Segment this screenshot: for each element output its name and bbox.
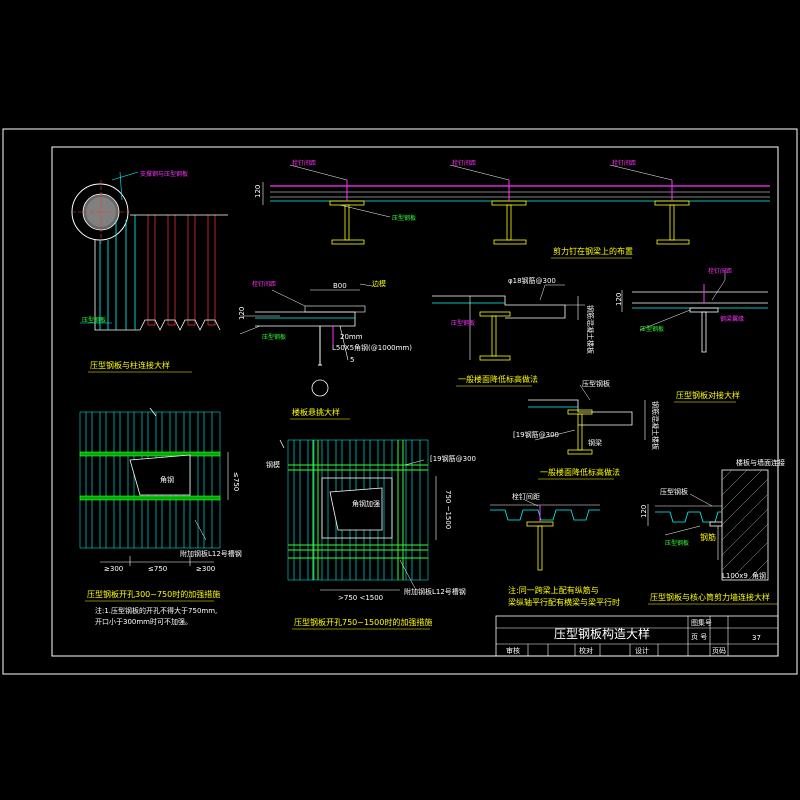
sec4-annot: 压型钢板 [582,379,610,388]
sec6-angle-label: L100x9 [722,572,748,580]
top-left-annot: 支撑钢与压型钢板 [140,170,188,178]
label-drawing-no: 图集号 [691,618,712,627]
sec4-beam-label: 钢梁 [588,438,602,447]
top-left-bottom-label: 压型钢板 [82,316,106,324]
edge-stud-label: 栓钉间距 [252,280,276,288]
outer-frame [2,128,798,675]
title-section-3: 压型钢板对接大样 [676,390,740,400]
open2-dim-vertical: 750 ~1500 [444,490,452,529]
sec3-stud-label: 栓钉间距 [708,267,732,275]
inner-frame [51,146,779,657]
title-column-detail: 压型钢板与柱连接大样 [90,360,170,370]
title-stud-layout: 剪力钉在钢梁上的布置 [553,246,633,256]
open1-dim-3: ≥300 [196,565,215,573]
title-opening-large: 压型钢板开孔750~1500时的加强措施 [294,617,432,627]
label-review: 审核 [506,646,520,655]
open2-bottom-label: 附加钢板L12号槽钢 [404,587,466,596]
title-slab-edge: 楼板悬挑大样 [292,407,340,417]
edge-dim-20mm: 20mm [340,333,363,341]
sec6-angle-label-2: 角钢 [752,571,766,580]
top-dim-120: 120 [254,185,262,198]
edge-deck-label: 压型钢板 [262,333,286,341]
label-page: 页 号 [691,633,707,641]
sec5-note-1: 注:同一跨梁上配有纵筋与 [508,585,599,595]
open2-left-label: 钢模 [266,460,280,469]
top-stud-label-2: 栓钉间距 [452,159,476,167]
sec6-rebar-label: 钢筋 [700,532,716,542]
open2-rebar-label: [19钢筋@300 [430,454,476,463]
opening-large-reinforcement [279,439,437,591]
edge-annot-right: 边模 [372,279,386,288]
sec5-stud-label: 栓钉间距 [512,492,540,501]
stud-on-beam-detail [262,164,770,245]
sec2-vertical-label: 钢筋混凝土楼板 [586,305,595,354]
open1-dim-1: ≥300 [104,565,123,573]
top-stud-label-1: 栓钉间距 [292,159,316,167]
edge-dim-b00: B00 [333,282,347,290]
slab-edge-detail [239,283,373,397]
sec5-note-2: 梁纵轴平行配有横梁与梁平行时 [508,597,620,607]
open1-dim-vertical: ≤750 [232,472,240,491]
sec3-dim-120: 120 [615,293,623,306]
open1-bottom-label: 附加钢板L12号槽钢 [180,549,242,558]
open2-center-label: 角钢加强 [352,499,380,508]
title-block [495,615,779,657]
edge-angle-label: L50X5角钢(@1000mm) [332,343,412,352]
sec3-deck-label: 压型钢板 [640,325,664,333]
column-deck-detail [71,171,228,331]
lowered-floor-section-2 [528,384,646,455]
title-opening-small: 压型钢板开孔300~750时的加强措施 [87,589,220,599]
sec4-vertical-label: 钢筋混凝土楼板 [651,401,660,450]
title-section-4: 一般楼面降低标高做法 [540,467,620,477]
open1-steel-label: 角钢 [160,475,174,484]
sec4-rebar-label: [19钢筋@300 [513,430,559,439]
label-design: 设计 [635,646,649,655]
title-section-2: 一般楼面降低标高做法 [458,374,538,384]
top-bottom-label: 压型钢板 [392,214,416,222]
deck-butt-joint-detail [621,270,768,353]
page-number: 37 [752,634,761,642]
sec3-vertical-label: 钢梁翼缘 [720,315,744,323]
top-stud-label-3: 栓钉间距 [612,159,636,167]
note-line-2: 开口小于300mm时可不加强。 [95,617,192,626]
open2-dim-bottom: >750 <1500 [338,594,383,602]
deck-ribs-on-beam-section [490,499,600,571]
label-check: 校对 [579,646,593,655]
sec6-top-label: 楼板与墙面连接 [736,458,785,467]
edge-dim-120: 120 [238,307,246,320]
sec6-bottom-label: 压型钢板 [665,539,689,547]
opening-small-reinforcement [79,407,229,566]
label-page-2: 页码 [712,647,726,655]
note-line-1: 注:1.压型钢板的开孔不得大于750mm, [95,606,217,615]
deck-core-wall-section [647,469,769,581]
sec6-deck-label: 压型钢板 [660,487,688,496]
lowered-floor-section-1 [432,284,585,361]
sec6-dim-120: 120 [640,505,648,518]
edge-num-5: 5 [350,356,354,364]
sec2-rebar-label: φ18钢筋@300 [508,276,556,285]
sec2-deck-label: 压型钢板 [451,319,475,327]
title-section-6: 压型钢板与核心筒剪力墙连接大样 [650,592,770,602]
open1-dim-2: ≤750 [148,565,167,573]
drawing-title: 压型钢板构造大样 [554,626,650,641]
